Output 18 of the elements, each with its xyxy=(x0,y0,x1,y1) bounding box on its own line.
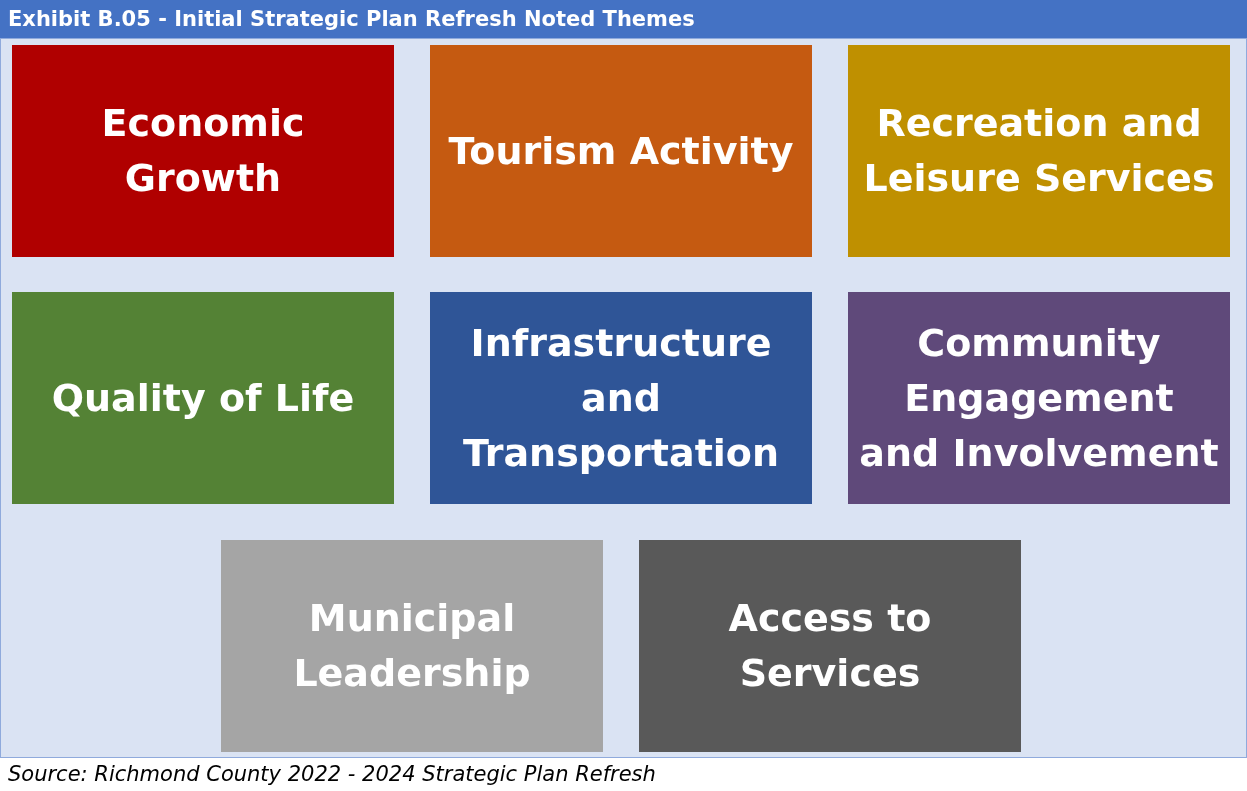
theme-card xyxy=(12,292,394,504)
theme-title: Infrastructure and Transportation xyxy=(462,319,780,477)
theme-card xyxy=(12,45,394,257)
theme-title: Municipal Leadership xyxy=(292,595,532,697)
theme-title: Tourism Activity xyxy=(448,127,794,175)
theme-title: Recreation and Leisure Services xyxy=(862,100,1216,202)
theme-title: Access to Services xyxy=(727,595,933,697)
theme-card xyxy=(221,540,603,752)
theme-title: Community Engagement and Involvement xyxy=(858,319,1220,477)
theme-card xyxy=(848,45,1230,257)
theme-card xyxy=(639,540,1021,752)
theme-title: Economic Growth xyxy=(100,100,306,202)
title-bar: Exhibit B.05 - Initial Strategic Plan Refresh Noted Themes xyxy=(0,0,1247,38)
theme-card xyxy=(430,45,812,257)
theme-card xyxy=(848,292,1230,504)
theme-card xyxy=(430,292,812,504)
theme-title: Quality of Life xyxy=(51,374,355,422)
source-caption: Source: Richmond County 2022 - 2024 Strategic Plan Refresh xyxy=(8,762,656,786)
